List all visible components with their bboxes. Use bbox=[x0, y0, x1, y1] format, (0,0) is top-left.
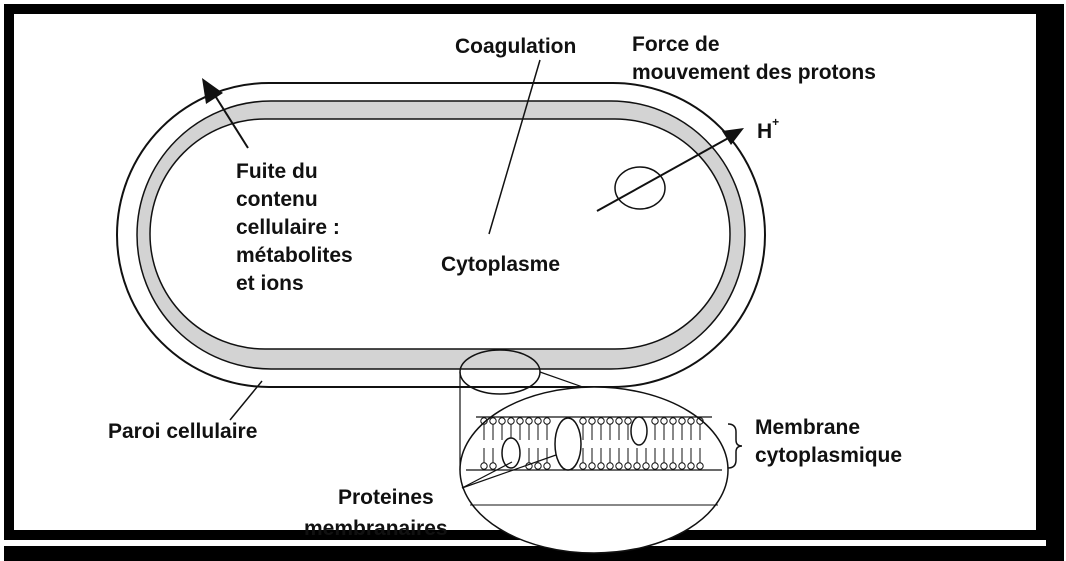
label-membrane-line1: Membrane bbox=[755, 414, 860, 442]
label-coagulation: Coagulation bbox=[455, 33, 576, 61]
label-membrane-line2: cytoplasmique bbox=[755, 442, 902, 470]
membrane-protein-small-left bbox=[502, 438, 520, 468]
membrane-protein-small-right bbox=[631, 417, 647, 445]
label-h: H bbox=[757, 120, 772, 143]
label-proteines-line2: membranaires bbox=[304, 515, 448, 543]
label-fuite-line1: Fuite du bbox=[236, 158, 318, 186]
label-force-line2: mouvement des protons bbox=[632, 59, 876, 87]
label-h-plus: H+ bbox=[757, 112, 779, 146]
label-h-superscript: + bbox=[772, 115, 779, 129]
label-fuite-line3: cellulaire : bbox=[236, 214, 340, 242]
label-paroi-cellulaire: Paroi cellulaire bbox=[108, 418, 257, 446]
label-fuite-line5: et ions bbox=[236, 270, 304, 298]
label-fuite-line2: contenu bbox=[236, 186, 318, 214]
label-cytoplasme: Cytoplasme bbox=[441, 251, 560, 279]
membrane-protein-large bbox=[555, 418, 581, 470]
label-proteines-line1: Proteines bbox=[338, 484, 434, 512]
label-force-line1: Force de bbox=[632, 31, 720, 59]
label-fuite-line4: métabolites bbox=[236, 242, 353, 270]
paroi-pointer-line bbox=[230, 381, 262, 420]
membrane-brace bbox=[728, 424, 742, 468]
